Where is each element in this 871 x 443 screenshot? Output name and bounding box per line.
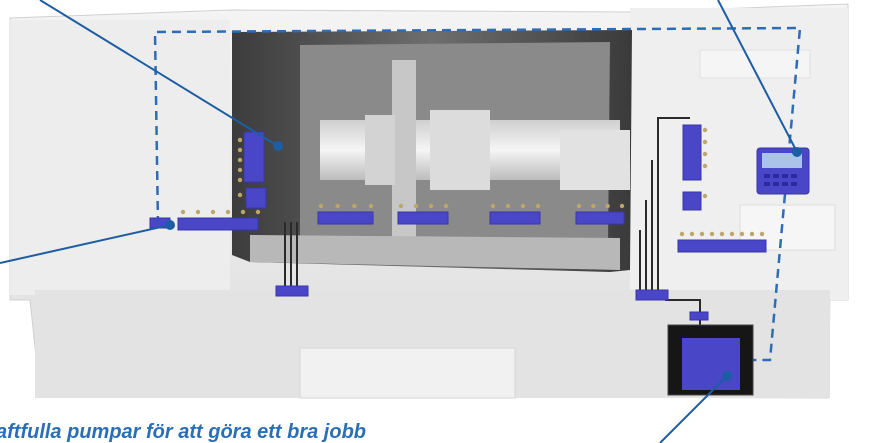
fitting-pin [760, 232, 764, 236]
fitting-pin [700, 232, 704, 236]
manifold-icon [576, 212, 624, 224]
leader-dot-icon [165, 220, 175, 230]
fitting-pin [690, 232, 694, 236]
fitting-pin [680, 232, 684, 236]
fitting-pin [369, 204, 373, 208]
manifold-icon [490, 212, 540, 224]
fitting-pin [491, 204, 495, 208]
fitting-pin [703, 140, 707, 144]
caption-text: aftfulla pumpar för att göra ett bra job… [0, 421, 556, 443]
manifold-icon [690, 312, 708, 320]
fitting-pin [521, 204, 525, 208]
fitting-pin [238, 178, 242, 182]
fitting-pin [703, 164, 707, 168]
tailstock-block [365, 115, 395, 185]
pump-cabinet [668, 325, 753, 395]
fitting-pin [256, 210, 260, 214]
fitting-pin [238, 168, 242, 172]
fitting-pin [352, 204, 356, 208]
manifold-icon [178, 218, 258, 230]
fitting-pin [196, 210, 200, 214]
leader-dot-icon [792, 147, 802, 157]
fitting-pin [620, 204, 624, 208]
fitting-pin [444, 204, 448, 208]
manifold-icon [636, 290, 668, 300]
fitting-pin [591, 204, 595, 208]
fitting-pin [238, 138, 242, 142]
valve-block-icon [683, 192, 701, 210]
fitting-pin [605, 204, 609, 208]
leader-dot-icon [273, 141, 283, 151]
fitting-pin [703, 194, 707, 198]
fitting-pin [429, 204, 433, 208]
top-right-panel [700, 50, 810, 78]
fitting-pin [238, 193, 242, 197]
manifold-icon [318, 212, 373, 224]
fitting-pin [181, 210, 185, 214]
fitting-pin [241, 210, 245, 214]
chuck-block [430, 110, 490, 190]
fitting-pin [238, 148, 242, 152]
manifold-icon [398, 212, 448, 224]
fitting-pin [506, 204, 510, 208]
tool-turret-arm [392, 60, 416, 260]
fitting-pin [740, 232, 744, 236]
fitting-pin [399, 204, 403, 208]
fitting-pin [703, 128, 707, 132]
leader-dot-icon [722, 371, 732, 381]
fitting-pin [226, 210, 230, 214]
fitting-pin [319, 204, 323, 208]
hydraulic-pump-icon [682, 338, 740, 390]
headstock [560, 130, 630, 190]
fitting-pin [730, 232, 734, 236]
fitting-pin [238, 158, 242, 162]
valve-block-icon [683, 125, 701, 180]
valve-block-icon [244, 132, 264, 182]
fitting-pin [335, 204, 339, 208]
fitting-pin [577, 204, 581, 208]
manifold-icon [678, 240, 766, 252]
fitting-pin [750, 232, 754, 236]
fitting-pin [536, 204, 540, 208]
fitting-pin [703, 152, 707, 156]
base-access-panel [300, 348, 515, 398]
control-panel-icon [757, 148, 809, 194]
fitting-pin [720, 232, 724, 236]
manifold-icon [276, 286, 308, 296]
fitting-pin [211, 210, 215, 214]
fitting-pin [710, 232, 714, 236]
valve-block-icon [246, 188, 266, 208]
fitting-pin [414, 204, 418, 208]
